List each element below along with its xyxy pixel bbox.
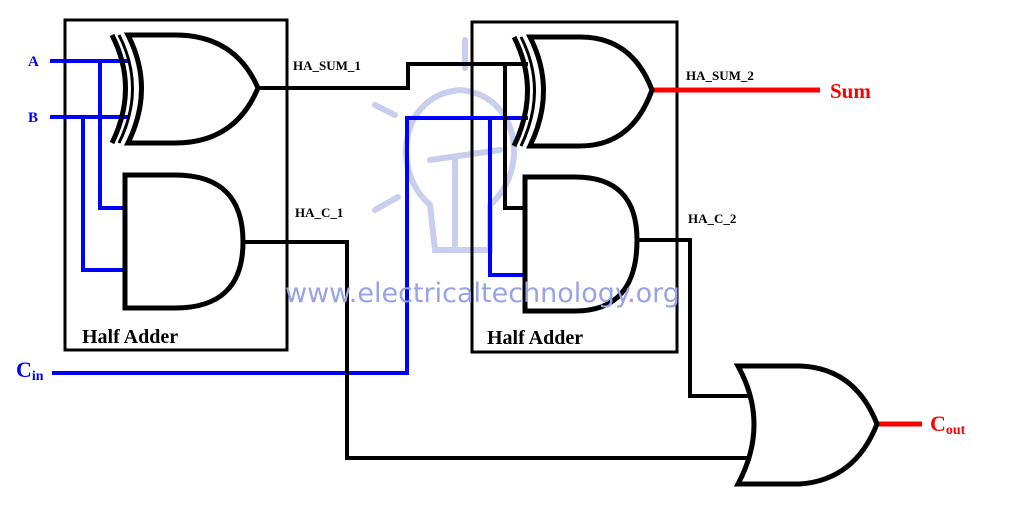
- half-adder-1-label: Half Adder: [82, 326, 178, 348]
- cin-sub: in: [32, 369, 44, 384]
- input-cin-label: Cin: [16, 357, 44, 384]
- ha-c-1-label: HA_C_1: [295, 205, 343, 220]
- input-wires: [50, 59, 528, 375]
- output-wires: [652, 87, 922, 427]
- or-gate: [733, 363, 880, 487]
- signal-wires: [243, 62, 780, 460]
- ha-c-2-label: HA_C_2: [688, 211, 736, 226]
- ha-sum-1-label: HA_SUM_1: [293, 58, 361, 73]
- half-adder-2-box: [470, 20, 679, 354]
- and-gate-1: [122, 172, 246, 311]
- xor-gate-1: [109, 32, 261, 146]
- and-gate-2: [522, 174, 640, 314]
- cin-main: C: [16, 357, 32, 382]
- input-a-label: A: [28, 54, 39, 70]
- cout-output-label: Cout: [930, 411, 966, 438]
- half-adder-2-label: Half Adder: [487, 327, 583, 349]
- ha-sum-2-label: HA_SUM_2: [686, 68, 754, 83]
- watermark-text: www.electricaltechnology.org: [285, 278, 680, 309]
- cout-sub: out: [946, 423, 966, 438]
- input-b-label: B: [28, 110, 38, 126]
- half-adder-1-box: [63, 18, 289, 352]
- sum-output-label: Sum: [830, 79, 871, 103]
- cout-main: C: [930, 411, 946, 436]
- xor-gate-2: [511, 34, 655, 149]
